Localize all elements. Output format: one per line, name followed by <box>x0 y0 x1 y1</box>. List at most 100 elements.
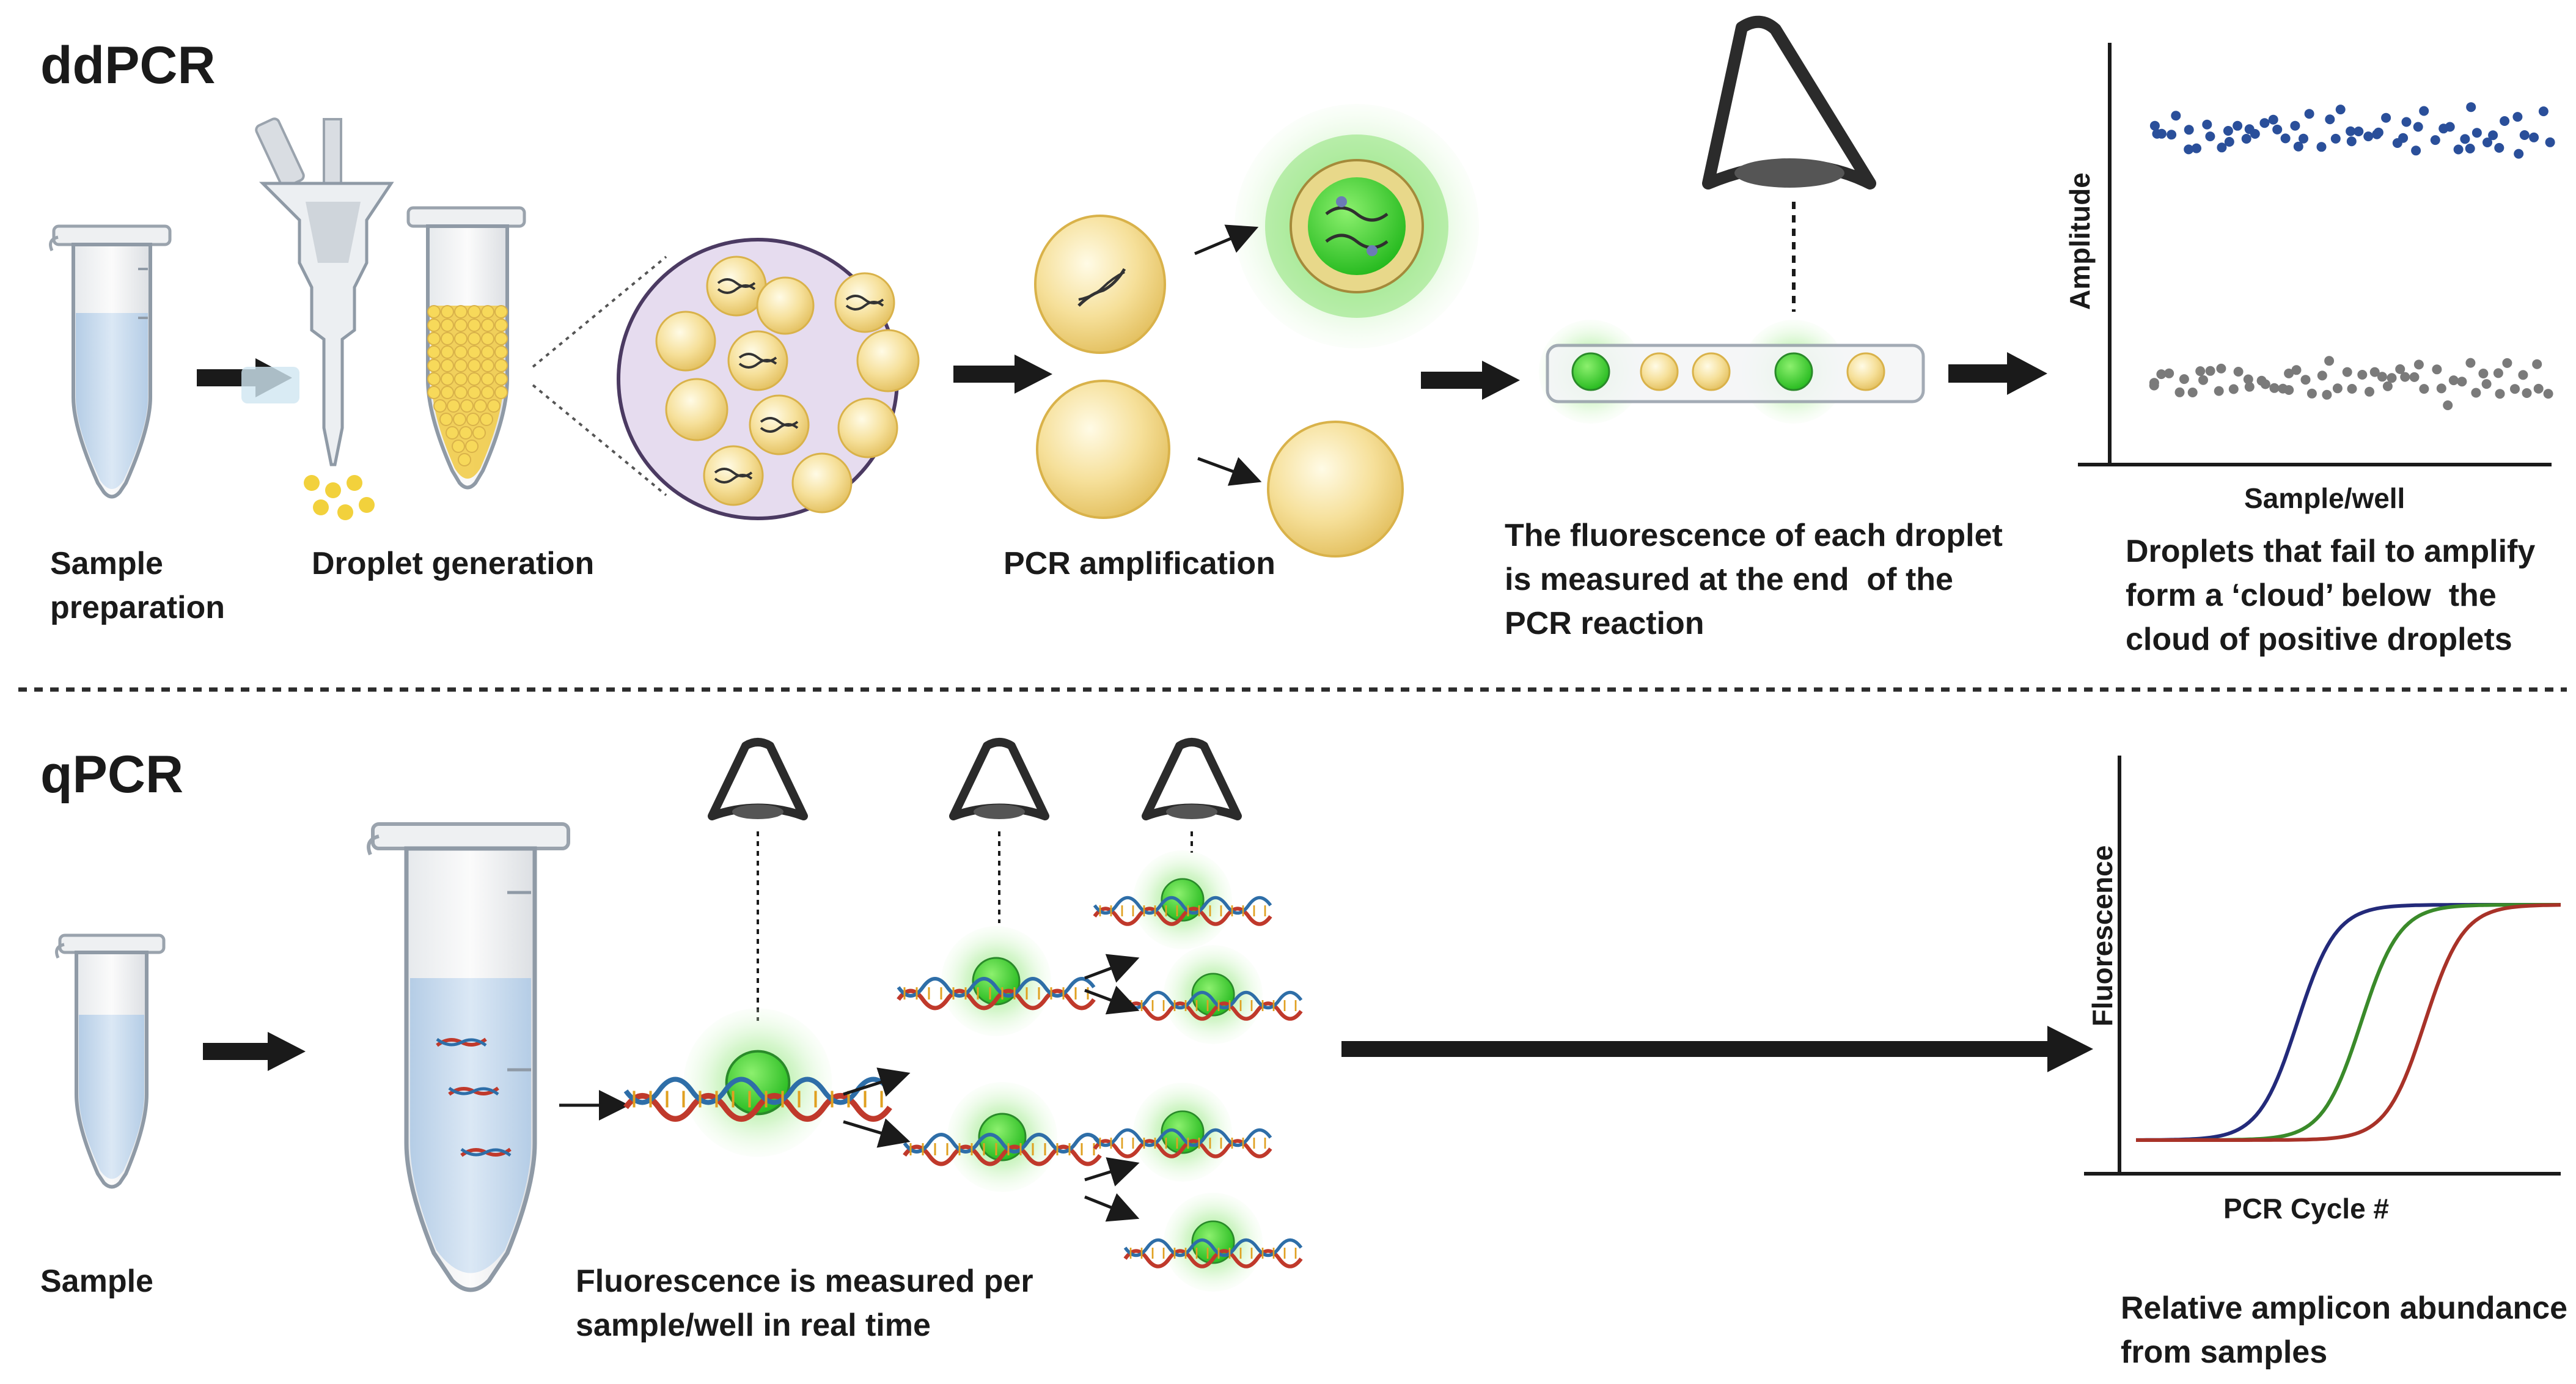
zoom-droplet-10 <box>791 452 853 513</box>
positive-point-3 <box>2167 130 2177 140</box>
ddpcr-scatter-plot <box>2078 43 2555 466</box>
negative-point-31 <box>2357 370 2368 380</box>
positive-point-30 <box>2346 136 2357 147</box>
arrow-branch-2a <box>1084 1157 1140 1187</box>
negative-point-56 <box>2522 388 2532 398</box>
tube-droplet-28 <box>481 359 494 372</box>
tube-droplet-56 <box>458 453 471 466</box>
ddpcr-y-axis-label: Amplitude <box>2064 172 2096 310</box>
reader-channel <box>1539 320 1925 424</box>
positive-point-35 <box>2381 112 2391 123</box>
tube-droplet-19 <box>441 345 454 359</box>
tube-droplet-43 <box>447 399 460 413</box>
tube-droplet-47 <box>439 413 453 426</box>
tube-droplet-54 <box>452 440 465 453</box>
qpcr-sample-tube-icon <box>55 933 166 1189</box>
negative-point-18 <box>2269 383 2280 393</box>
qpcr-curve-1 <box>2136 903 2561 1142</box>
negative-point-49 <box>2478 369 2489 378</box>
arrow-to-reader <box>1421 361 1520 400</box>
zoom-droplet-2 <box>834 272 895 333</box>
qpcr-eye-icon-2 <box>1142 738 1242 853</box>
positive-point-55 <box>2512 112 2523 122</box>
tube-droplet-12 <box>427 332 441 345</box>
negative-point-44 <box>2443 400 2453 410</box>
positive-point-9 <box>2205 131 2215 142</box>
negative-point-29 <box>2342 367 2352 377</box>
arrow-branch-2b <box>1084 1193 1140 1222</box>
negative-point-50 <box>2481 379 2492 389</box>
tube-droplet-13 <box>441 332 454 345</box>
negative-point-17 <box>2260 379 2270 389</box>
tube-droplet-31 <box>441 372 454 386</box>
pcr-droplet-top <box>1034 215 1166 354</box>
negative-point-59 <box>2543 389 2553 399</box>
tube-droplet-51 <box>446 426 459 440</box>
positive-point-38 <box>2401 117 2412 127</box>
qpcr-x-axis-label: PCR Cycle # <box>2223 1193 2390 1224</box>
positive-point-51 <box>2488 130 2498 141</box>
tube-droplet-23 <box>494 345 508 359</box>
zoom-droplet-1 <box>756 276 815 335</box>
tube-droplet-11 <box>494 318 508 332</box>
tube-droplet-29 <box>494 359 508 372</box>
positive-point-25 <box>2316 142 2327 152</box>
arrow-to-qpcr-plot <box>1341 1026 2093 1072</box>
dna-probe-0 <box>623 1008 892 1157</box>
qpcr-curve-2 <box>2136 903 2561 1142</box>
qpcr-section-title: qPCR <box>40 745 184 804</box>
negative-point-35 <box>2382 381 2393 391</box>
positive-point-12 <box>2224 137 2234 147</box>
qpcr-eye-icon-1 <box>949 738 1049 923</box>
droplet-zoom-circle <box>617 238 920 520</box>
tube-droplet-53 <box>472 426 486 440</box>
zoom-droplet-8 <box>837 397 898 458</box>
tube-droplet-25 <box>441 359 454 372</box>
dna-probe-6 <box>1123 1193 1303 1292</box>
positive-point-14 <box>2241 134 2251 144</box>
positive-point-49 <box>2471 128 2482 138</box>
zoom-droplet-5 <box>856 329 920 392</box>
negative-point-27 <box>2324 356 2335 366</box>
positive-point-24 <box>2304 109 2314 119</box>
positive-point-26 <box>2325 114 2335 125</box>
tube-droplet-33 <box>468 372 481 386</box>
negative-point-23 <box>2300 375 2311 385</box>
positive-point-22 <box>2293 141 2303 152</box>
dna-probe-4 <box>1123 945 1303 1044</box>
positive-point-23 <box>2299 133 2308 144</box>
tube-droplet-1 <box>441 305 454 318</box>
negative-point-36 <box>2387 373 2397 383</box>
positive-point-2 <box>2157 128 2167 139</box>
positive-point-34 <box>2373 127 2383 138</box>
label-sample-preparation: Sample preparation <box>50 546 226 625</box>
positive-point-46 <box>2460 134 2470 144</box>
negative-point-46 <box>2457 377 2467 387</box>
tube-droplet-45 <box>474 399 487 413</box>
tube-droplet-0 <box>427 305 441 318</box>
tube-droplet-6 <box>427 318 441 332</box>
arrow-branch-down <box>843 1118 911 1148</box>
tube-droplet-5 <box>494 305 508 318</box>
label-fluorescence-real-time: Fluorescence is measured per sample/well… <box>576 1264 1033 1343</box>
tube-droplet-7 <box>441 318 454 332</box>
label-sample: Sample <box>40 1264 153 1299</box>
negative-point-2 <box>2156 369 2167 380</box>
negative-point-47 <box>2465 358 2476 368</box>
tube-droplet-42 <box>433 399 447 413</box>
label-droplet-generation: Droplet generation <box>312 546 595 581</box>
positive-point-29 <box>2346 126 2356 136</box>
negative-point-26 <box>2322 389 2332 400</box>
tube-droplet-18 <box>427 345 441 359</box>
tube-droplet-3 <box>468 305 481 318</box>
negative-point-4 <box>2174 387 2185 397</box>
positive-point-45 <box>2453 144 2464 155</box>
tube-droplet-16 <box>481 332 494 345</box>
label-fluorescence-measured: The fluorescence of each droplet is meas… <box>1505 518 2003 641</box>
arrow-sample-to-tube <box>203 1032 306 1071</box>
tube-droplet-36 <box>427 386 441 399</box>
zoom-droplet-3 <box>655 311 716 372</box>
droplet-dots <box>427 305 508 466</box>
tube-droplet-20 <box>454 345 468 359</box>
